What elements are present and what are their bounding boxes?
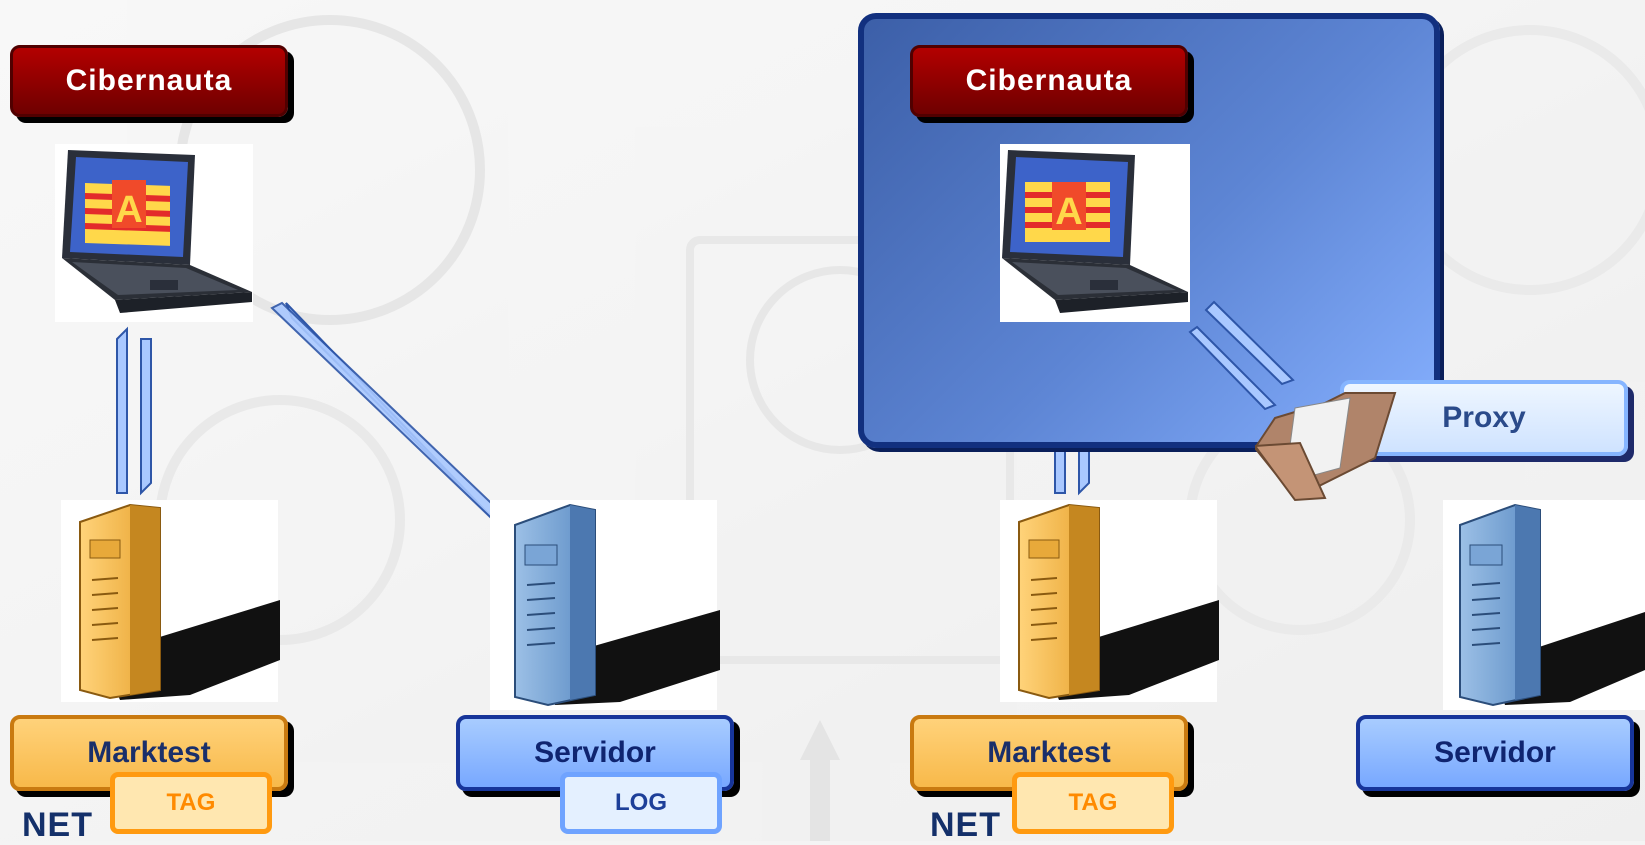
web-server-icon-right bbox=[1443, 500, 1645, 710]
svg-text:A: A bbox=[115, 189, 142, 231]
tracker-server-icon-right bbox=[1000, 500, 1219, 702]
netscope-logo-right: NET bbox=[930, 806, 1001, 844]
laptop-icon-right: A bbox=[1000, 144, 1190, 322]
netscope-logo-left: NET bbox=[22, 806, 93, 844]
tag-badge-right: TAG bbox=[1012, 772, 1174, 834]
tracker-server-icon-left bbox=[61, 500, 280, 702]
link-user-proxy-right bbox=[1188, 300, 1295, 411]
proxy-folder-icon bbox=[1255, 392, 1397, 502]
user-label-right: Cibernauta bbox=[910, 45, 1188, 117]
log-badge: LOG bbox=[560, 772, 722, 834]
tag-badge-left: TAG bbox=[110, 772, 272, 834]
laptop-icon-left: A bbox=[55, 144, 253, 322]
web-server-icon-left bbox=[490, 500, 720, 710]
server-label-right: Servidor bbox=[1356, 715, 1634, 791]
user-label-left: Cibernauta bbox=[10, 45, 288, 117]
svg-text:A: A bbox=[1055, 191, 1082, 233]
link-user-tracker-left bbox=[116, 326, 152, 496]
